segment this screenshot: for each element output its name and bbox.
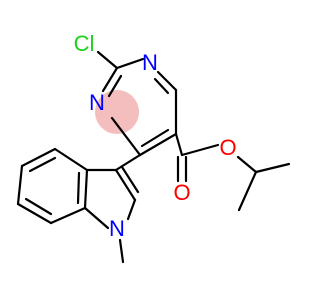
atom-label-nitrogen-left: N <box>89 90 105 115</box>
bond-isopropyl-methyl-down <box>237 170 258 212</box>
chemical-structure: Cl N N O O N <box>16 31 291 264</box>
bond-c7-c7a <box>49 206 87 225</box>
bond-c7a-c3a <box>83 168 89 210</box>
bond-c5-c6 <box>16 164 24 206</box>
bond-c5-carbonyl <box>174 132 184 157</box>
bond-n1-c2-inner <box>107 74 123 98</box>
bond-c5-c6 <box>138 132 178 157</box>
bond-c6-indole <box>114 153 142 172</box>
bond-c5-c6-inner <box>140 128 170 148</box>
atom-label-chlorine: Cl <box>74 31 95 56</box>
bond-c2-n1 <box>126 198 137 221</box>
bond-c2-n3 <box>115 57 145 70</box>
pyrimidine-ring <box>101 57 178 157</box>
ester-group <box>174 132 291 212</box>
bond-n1-c7a <box>83 206 110 230</box>
bond-c2-cl <box>96 50 119 70</box>
bond-n3-c4-inner <box>153 77 170 95</box>
bond-isopropyl-methyl-right <box>254 162 291 174</box>
bond-c4-c5 <box>20 147 57 168</box>
bond-c3-c2 <box>114 168 137 202</box>
bond-c6-n1 <box>110 116 142 157</box>
bond-c6-c7 <box>16 202 53 225</box>
atom-label-oxygen-carbonyl: O <box>173 180 190 205</box>
atom-label-nitrogen-indole: N <box>109 216 125 241</box>
bond-c3a-c4 <box>53 147 89 172</box>
atom-highlight <box>95 90 139 134</box>
bond-c3a-c7a-inner <box>76 171 81 205</box>
atom-label-oxygen-ester: O <box>219 135 236 160</box>
bond-n1-c2 <box>101 66 119 93</box>
atom-label-nitrogen-top: N <box>142 50 158 75</box>
bond-c3-c2-inner <box>120 165 140 194</box>
bond-n-methyl <box>118 238 125 264</box>
bond-n3-c4 <box>156 70 178 92</box>
bond-carbonyl-o-ester <box>180 143 220 157</box>
bond-o-isopropyl <box>236 155 258 174</box>
bond-c6-c7-inner <box>24 197 53 216</box>
indole-benzene-ring <box>16 147 89 225</box>
bond-c4-c5-inner <box>28 156 57 173</box>
indole-pyrrole-ring <box>83 165 140 264</box>
